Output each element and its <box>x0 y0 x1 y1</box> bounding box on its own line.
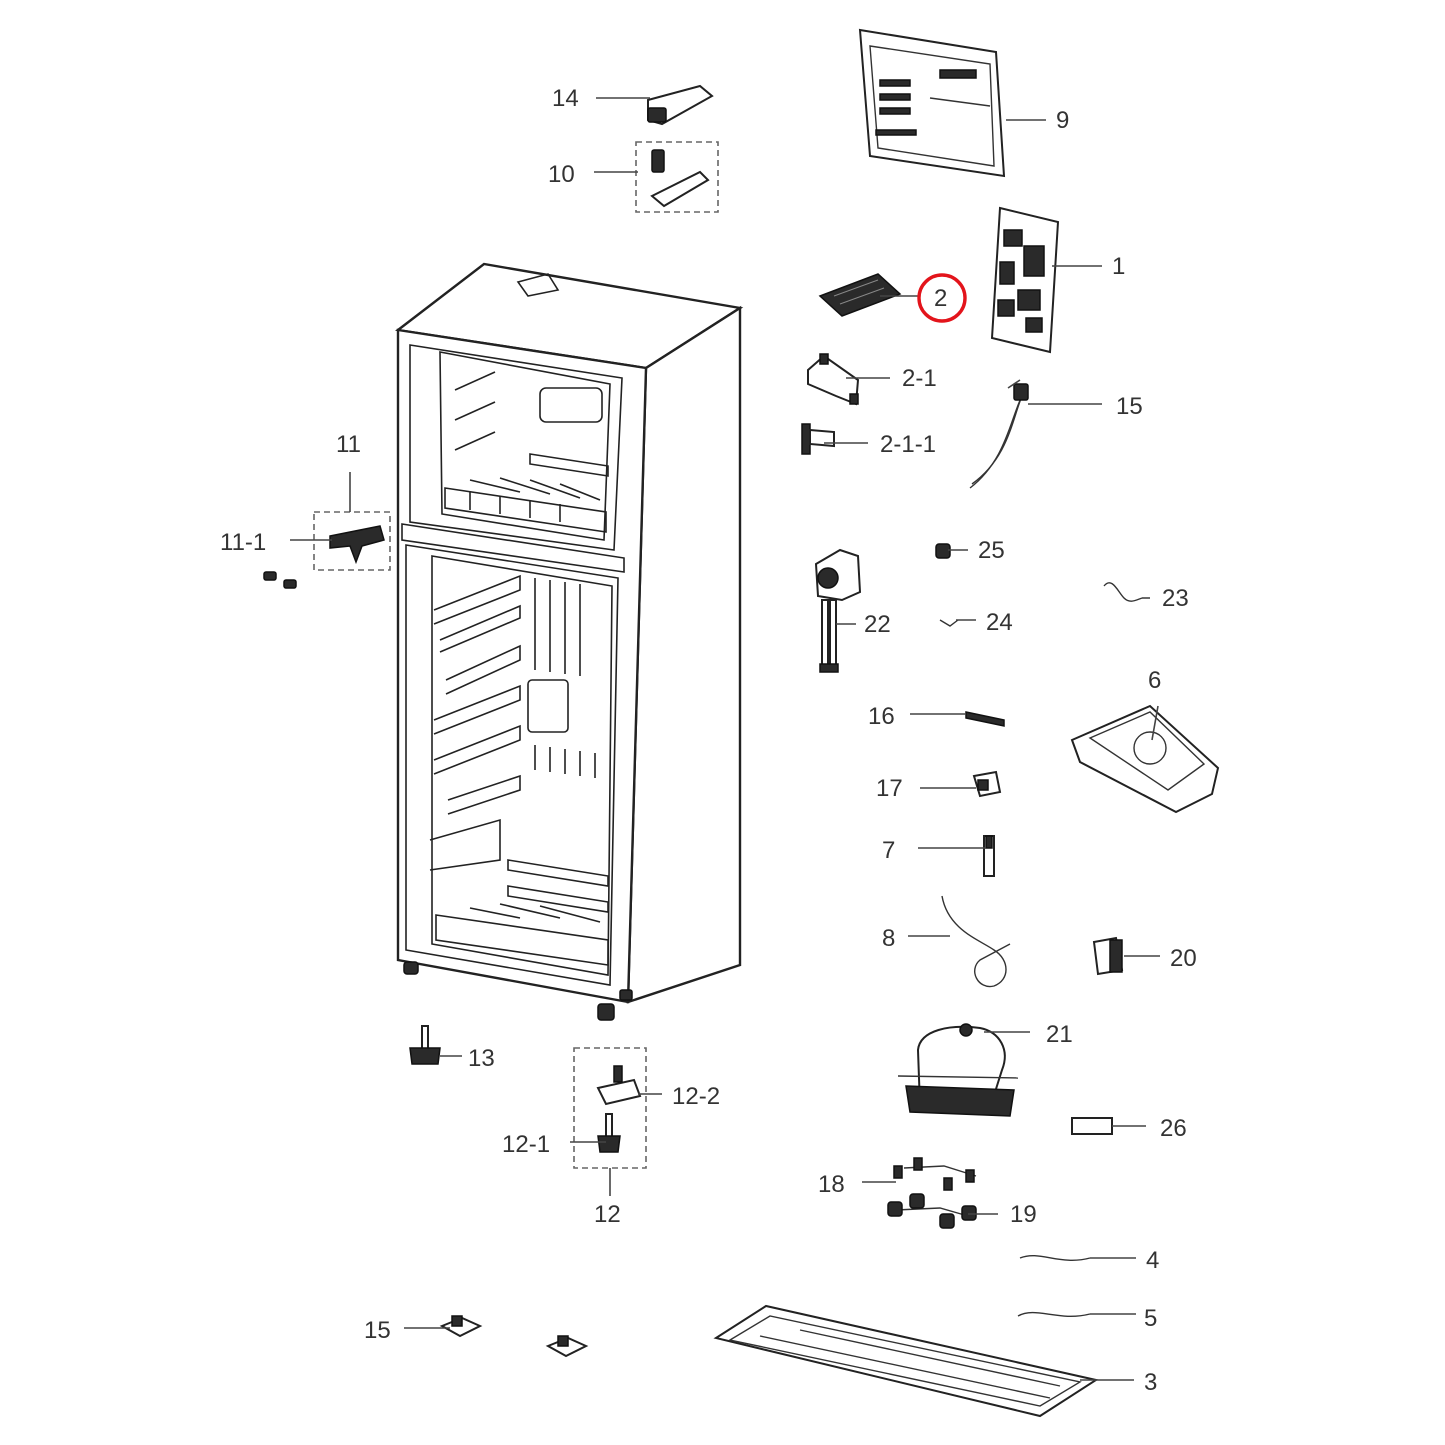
bottom-bracket-part <box>439 1315 483 1338</box>
label-11: 11 <box>336 431 361 458</box>
drain-tray-part <box>1070 704 1220 814</box>
sensor-part <box>983 835 995 877</box>
refrigerator-cabinet <box>395 262 744 1021</box>
heater-rod-part <box>965 711 1005 727</box>
label-5: 5 <box>1144 1305 1157 1332</box>
mounting-bolts-part <box>893 1157 977 1191</box>
label-11-1: 11-1 <box>220 529 266 556</box>
bottom-bracket-part-2 <box>545 1335 589 1358</box>
label-21: 21 <box>1046 1021 1073 1048</box>
base-plate-part <box>713 1304 1099 1418</box>
label-22: 22 <box>864 611 891 638</box>
label-17: 17 <box>876 775 903 802</box>
label-7: 7 <box>882 837 895 864</box>
leader-lines <box>290 97 1160 1381</box>
label-2-1-1: 2-1-1 <box>880 431 936 458</box>
label-8: 8 <box>882 925 895 952</box>
label-1: 1 <box>1112 253 1125 280</box>
hinge-screws-part <box>263 571 297 589</box>
cap-part <box>935 543 951 559</box>
small-clip-part <box>939 619 959 627</box>
pcb-bracket-part <box>807 353 860 406</box>
hose-4-part <box>1019 1254 1091 1262</box>
pcb-clip-part <box>801 423 835 455</box>
label-12-2: 12-2 <box>672 1083 720 1110</box>
label-2: 2 <box>934 285 947 312</box>
main-pcb-part <box>990 206 1060 354</box>
hinge-cover-part <box>647 84 714 126</box>
label-12-1: 12-1 <box>502 1131 550 1158</box>
label-15-top: 15 <box>1116 393 1143 420</box>
sub-pcb-part <box>818 273 902 317</box>
label-25: 25 <box>978 537 1005 564</box>
top-hinge-part <box>635 141 719 213</box>
label-12: 12 <box>594 1201 621 1228</box>
rear-cover-plate <box>858 28 1006 178</box>
lower-hinge-part <box>573 1047 647 1169</box>
label-9: 9 <box>1056 107 1069 134</box>
label-13: 13 <box>468 1045 495 1072</box>
compressor-part <box>897 1023 1019 1117</box>
label-24: 24 <box>986 609 1013 636</box>
relay-part <box>972 770 1002 798</box>
label-4: 4 <box>1146 1247 1159 1274</box>
label-19: 19 <box>1010 1201 1037 1228</box>
label-6: 6 <box>1148 667 1161 694</box>
grommets-part <box>887 1193 977 1229</box>
label-16: 16 <box>868 703 895 730</box>
label-23: 23 <box>1162 585 1189 612</box>
label-plate-part <box>1071 1117 1113 1135</box>
power-cord-part <box>969 379 1029 489</box>
label-2-1: 2-1 <box>902 365 937 392</box>
wire-harness-part <box>941 895 1011 988</box>
capacitor-part <box>1092 936 1124 976</box>
label-3: 3 <box>1144 1369 1157 1396</box>
part-labels: 14 10 9 1 2 2-1 2-1-1 15 11 11-1 25 23 2… <box>220 85 1197 1396</box>
door-hinge-part <box>313 511 391 571</box>
highlight-circle <box>917 273 967 323</box>
label-20: 20 <box>1170 945 1197 972</box>
label-26: 26 <box>1160 1115 1187 1142</box>
label-18: 18 <box>818 1171 845 1198</box>
wire-clip-part <box>1103 582 1143 602</box>
label-10: 10 <box>548 161 575 188</box>
hose-5-part <box>1017 1311 1091 1318</box>
leveling-foot-part <box>409 1025 441 1065</box>
label-14: 14 <box>552 85 579 112</box>
label-15-bottom: 15 <box>364 1317 391 1344</box>
damper-assembly-part <box>814 548 862 673</box>
